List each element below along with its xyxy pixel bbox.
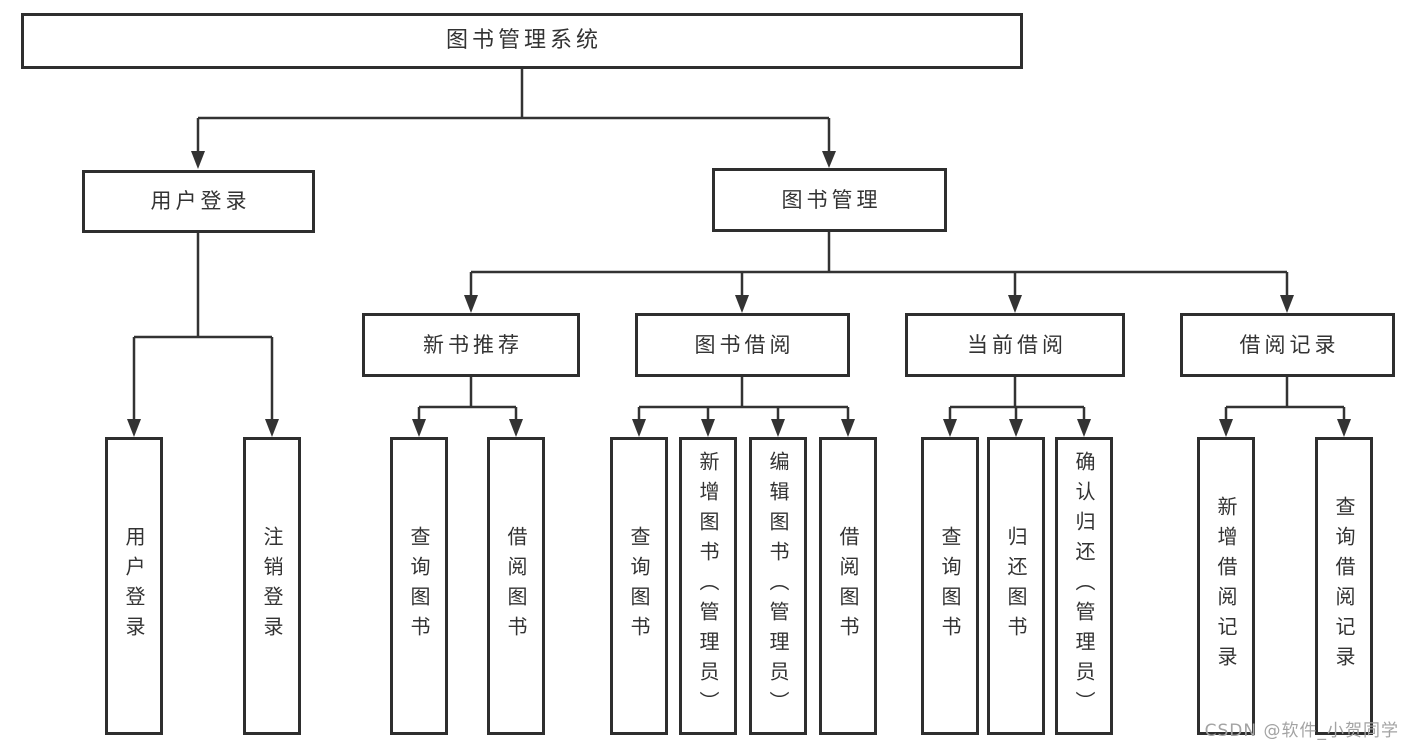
node-new-book-recommend: 新书推荐 <box>362 313 580 377</box>
connector-book-mgmt-to-level3 <box>464 232 1294 313</box>
node-user-login-label: 用户登录 <box>150 189 251 213</box>
node-borrow-records-label: 借阅记录 <box>1239 332 1340 357</box>
leaf-query-books-1: 查询图书 <box>390 437 448 735</box>
node-book-management: 图书管理 <box>712 168 947 232</box>
leaf-borrow-books-1: 借阅图书 <box>487 437 545 735</box>
leaf-borrow-books-1-label: 借阅图书 <box>504 526 528 646</box>
connector-root-to-level2 <box>191 69 836 169</box>
leaf-borrow-books-2: 借阅图书 <box>819 437 877 735</box>
node-new-book-recommend-label: 新书推荐 <box>423 332 523 357</box>
node-borrow-records: 借阅记录 <box>1180 313 1395 377</box>
leaf-add-books-admin-label: 新增图书（管理员） <box>696 451 720 721</box>
leaf-query-books-3: 查询图书 <box>921 437 979 735</box>
leaf-edit-books-admin: 编辑图书（管理员） <box>749 437 807 735</box>
node-book-management-label: 图书管理 <box>781 187 882 212</box>
leaf-query-borrow-record: 查询借阅记录 <box>1315 437 1373 735</box>
leaf-add-borrow-record: 新增借阅记录 <box>1197 437 1255 735</box>
node-book-borrow-label: 图书借阅 <box>694 332 795 357</box>
connector-new-books-to-leaves <box>412 377 523 437</box>
node-current-borrow: 当前借阅 <box>905 313 1125 377</box>
leaf-confirm-return-admin: 确认归还（管理员） <box>1055 437 1113 735</box>
csdn-watermark: CSDN @软件_小贺同学 <box>1204 721 1399 741</box>
connector-current-borrow-to-leaves <box>943 377 1091 437</box>
connector-borrow-records-to-leaves <box>1219 377 1351 437</box>
leaf-query-borrow-record-label: 查询借阅记录 <box>1332 496 1356 676</box>
leaf-logout: 注销登录 <box>243 437 301 735</box>
leaf-query-books-2-label: 查询图书 <box>627 526 651 646</box>
connector-user-login-to-leaves <box>127 233 279 437</box>
leaf-edit-books-admin-label: 编辑图书（管理员） <box>766 451 790 721</box>
leaf-borrow-books-2-label: 借阅图书 <box>836 526 860 646</box>
leaf-query-books-1-label: 查询图书 <box>407 526 431 646</box>
leaf-return-books: 归还图书 <box>987 437 1045 735</box>
leaf-add-borrow-record-label: 新增借阅记录 <box>1214 496 1238 676</box>
connector-book-borrow-to-leaves <box>632 377 855 437</box>
leaf-user-login-label: 用户登录 <box>122 526 146 646</box>
node-current-borrow-label: 当前借阅 <box>967 332 1067 357</box>
node-book-borrow: 图书借阅 <box>635 313 850 377</box>
leaf-add-books-admin: 新增图书（管理员） <box>679 437 737 735</box>
node-user-login: 用户登录 <box>82 170 315 233</box>
node-root: 图书管理系统 <box>21 13 1023 69</box>
leaf-user-login: 用户登录 <box>105 437 163 735</box>
leaf-logout-label: 注销登录 <box>260 526 284 646</box>
leaf-query-books-3-label: 查询图书 <box>938 526 962 646</box>
leaf-return-books-label: 归还图书 <box>1004 526 1028 646</box>
leaf-confirm-return-admin-label: 确认归还（管理员） <box>1072 451 1096 721</box>
leaf-query-books-2: 查询图书 <box>610 437 668 735</box>
node-root-label: 图书管理系统 <box>445 28 602 53</box>
